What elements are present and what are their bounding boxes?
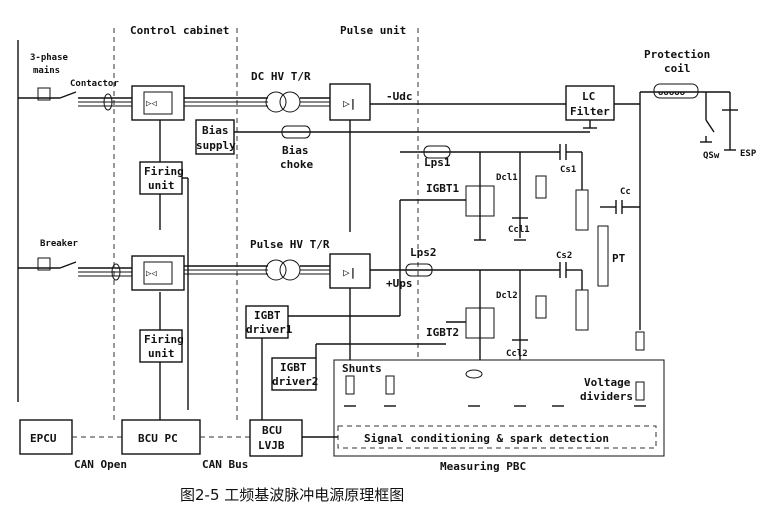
shunt-1 [345, 375, 355, 395]
shunt-2 [385, 375, 395, 395]
protection-coil-label: Protection [644, 48, 710, 61]
pt-secondary [597, 225, 609, 287]
igbt2-label: IGBT2 [426, 326, 459, 339]
epcu-label: EPCU [30, 432, 57, 445]
firing-unit-top-label-2: unit [148, 179, 175, 192]
igbt-driver-2 [271, 357, 317, 391]
ups-label: +Ups [386, 277, 413, 290]
bias-choke-label-2: choke [280, 158, 313, 171]
esp-label: ESP [740, 149, 757, 159]
breaker-label: Breaker [40, 239, 79, 249]
contactor-label: Contactor [70, 79, 119, 89]
dc-rectifier [329, 83, 371, 121]
bias-supply-label-2: supply [196, 139, 236, 152]
protection-coil-label-2: coil [664, 62, 691, 75]
bcu-lvjb [249, 419, 303, 457]
signal-conditioning-label: Signal conditioning & spark detection [364, 432, 609, 445]
contactor-contact [59, 91, 77, 99]
lps1-label: Lps1 [424, 156, 451, 169]
bias-choke [281, 125, 311, 139]
current-sensor-bottom [111, 263, 121, 281]
igbt-driver-1-label: IGBT [254, 309, 281, 322]
lps2-label: Lps2 [410, 246, 437, 259]
firing-unit-top-label: Firing [144, 165, 184, 178]
cs1-label: Cs1 [560, 165, 576, 175]
three-phase-mains-label-2: mains [33, 65, 60, 76]
measuring-pbc-label: Measuring PBC [440, 460, 526, 473]
can-bus-label: CAN Bus [202, 458, 248, 471]
lps2-inductor [405, 263, 433, 277]
lps1-inductor [423, 145, 451, 159]
bcu-lvjb-label-2: LVJB [258, 439, 285, 452]
hv-divider-resistor [635, 331, 645, 351]
measuring-pbc [333, 359, 665, 457]
dc-hv-tr-label: DC HV T/R [251, 70, 311, 83]
breaker-contact [59, 261, 77, 269]
lc-filter [565, 85, 615, 121]
igbt-driver-1 [245, 305, 289, 339]
protection-coil-glyph: ᴗᴗᴗᴗᴗ [658, 88, 685, 98]
control-cabinet-header: Control cabinet [130, 24, 229, 37]
cs2-label: Cs2 [556, 251, 572, 261]
bcu-pc-label: BCU PC [138, 432, 178, 445]
thyristor-bridge-pulse-inner [143, 261, 173, 285]
igbt-driver-2-label: IGBT [280, 361, 307, 374]
firing-unit-bottom-label: Firing [144, 333, 184, 346]
bcu-lvjb-label: BCU [262, 424, 282, 437]
firing-unit-bottom [139, 329, 183, 363]
current-sensor-top [103, 93, 113, 111]
thyristor-bridge-pulse [131, 255, 185, 291]
thyristor-bridge-pulse-glyph: ▷◁ [146, 269, 157, 279]
igbt-driver-1-label-2: driver1 [246, 323, 293, 336]
dc-hv-transformer-secondary [279, 91, 301, 113]
voltage-divider-resistor [635, 381, 645, 401]
breaker-symbol [37, 257, 51, 271]
dc-hv-transformer-primary [265, 91, 287, 113]
figure-caption: 图2-5 工频基波脉冲电源原理框图 [180, 486, 404, 504]
pt-primary-lower [575, 289, 589, 331]
pulse-rectifier [329, 253, 371, 289]
voltage-dividers-label-2: dividers [580, 390, 633, 403]
qsw-label: QSw [703, 151, 720, 161]
qsw-switch [705, 119, 715, 133]
three-phase-mains-label: 3-phase [30, 53, 69, 63]
lc-filter-label: LC [582, 90, 595, 103]
igbt-driver-2-label-2: driver2 [272, 375, 318, 388]
igbt1-label: IGBT1 [426, 182, 459, 195]
ccl2-label: Ccl2 [506, 349, 528, 359]
pulse-hv-tr-label: Pulse HV T/R [250, 238, 330, 251]
bias-supply [195, 119, 235, 155]
udc-label: -Udc [386, 90, 413, 103]
contactor-symbol [37, 87, 51, 101]
dcl2-label: Dcl2 [496, 291, 518, 301]
pt-primary-upper [575, 189, 589, 231]
thyristor-bridge-dc [131, 85, 185, 121]
bias-supply-label: Bias [202, 124, 229, 137]
protection-coil [653, 83, 699, 99]
can-open-label: CAN Open [74, 458, 127, 471]
igbt1 [465, 185, 495, 217]
firing-unit-bottom-label-2: unit [148, 347, 175, 360]
pt-label: PT [612, 252, 626, 265]
cc-label: Cc [620, 187, 631, 197]
thyristor-bridge-dc-inner [143, 91, 173, 115]
pulse-hv-transformer-secondary [279, 259, 301, 281]
dcl1-label: Dcl1 [496, 173, 518, 183]
thyristor-bridge-dc-glyph: ▷◁ [146, 99, 157, 109]
voltage-dividers-label: Voltage [584, 376, 631, 389]
ccl1-label: Ccl1 [508, 225, 530, 235]
dcl1-resistor [535, 175, 547, 199]
pulse-hv-transformer-primary [265, 259, 287, 281]
lc-filter-label-2: Filter [570, 105, 610, 118]
igbt2 [465, 307, 495, 339]
pulse-rectifier-glyph: ▷| [343, 266, 356, 279]
dc-rectifier-glyph: ▷| [343, 97, 356, 110]
shunts-label: Shunts [342, 362, 382, 375]
bias-choke-label: Bias [282, 144, 309, 157]
current-sensor-pbc [465, 369, 483, 379]
dcl2-resistor [535, 295, 547, 319]
pulse-unit-header: Pulse unit [340, 24, 406, 37]
